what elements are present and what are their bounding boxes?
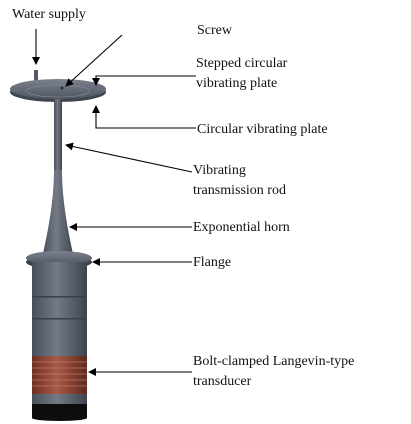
transducer-band	[32, 318, 87, 320]
label-circular-plate: Circular vibrating plate	[197, 122, 328, 137]
arrow-stepped-plate	[92, 75, 196, 86]
transducer-band	[32, 296, 87, 298]
vibrating-plate	[10, 79, 106, 99]
plate-step	[25, 84, 91, 98]
label-flange: Flange	[193, 255, 232, 270]
coil-windings	[32, 361, 87, 387]
label-rod-2: transmission rod	[193, 183, 286, 198]
label-horn: Exponential horn	[193, 220, 290, 235]
transducer-base	[32, 404, 87, 418]
label-transducer-2: transducer	[193, 374, 252, 389]
arrow-circular-plate	[92, 105, 196, 129]
label-transducer-1: Bolt-clamped Langevin-type	[193, 354, 355, 369]
label-rod-1: Vibrating	[193, 163, 246, 178]
transducer-base-edge	[32, 415, 87, 421]
transmission-rod	[54, 99, 62, 179]
label-stepped-plate-1: Stepped circular	[196, 56, 288, 71]
arrow-transmission-rod	[65, 142, 193, 173]
transducer-body	[32, 262, 87, 358]
label-water-supply: Water supply	[12, 7, 86, 22]
arrow-screw	[65, 34, 123, 87]
screw-head	[60, 86, 64, 90]
flange	[26, 251, 92, 265]
water-pipe	[34, 70, 38, 86]
exponential-horn	[42, 170, 74, 258]
label-stepped-plate-2: vibrating plate	[196, 76, 278, 91]
transducer-lower	[32, 394, 87, 404]
label-screw: Screw	[197, 23, 232, 38]
